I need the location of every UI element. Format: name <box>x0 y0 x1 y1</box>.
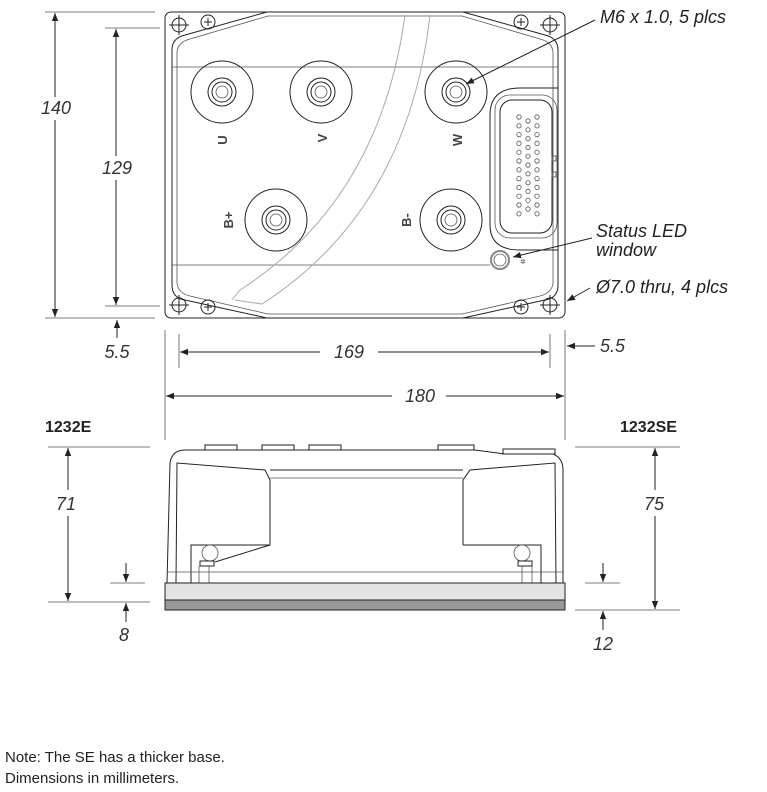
connector-pin <box>516 184 522 190</box>
dim-169: 169 <box>334 342 364 362</box>
connector-pin <box>525 162 531 168</box>
connector-pin <box>525 197 531 203</box>
thick-base-plate <box>164 599 566 611</box>
connector-pin <box>516 211 522 217</box>
screw-icon <box>200 299 216 315</box>
connector-pin <box>516 123 522 129</box>
terminal-w: W <box>424 60 488 146</box>
side-dimensions: 71 8 75 12 <box>48 446 680 654</box>
connector-pin <box>534 176 540 182</box>
dim-140: 140 <box>41 98 71 118</box>
status-led-window <box>490 250 510 270</box>
screw-icon <box>513 299 529 315</box>
thread-callout: M6 x 1.0, 5 plcs <box>600 7 726 27</box>
connector-pin <box>534 132 540 138</box>
connector-pin <box>534 193 540 199</box>
connector-pin <box>534 202 540 208</box>
dim-12: 12 <box>593 634 613 654</box>
connector-pin <box>516 158 522 164</box>
mounting-hole-icon <box>169 295 189 315</box>
connector-pin <box>525 180 531 186</box>
connector-pin <box>534 158 540 164</box>
connector-pin <box>525 188 531 194</box>
terminal-u: U <box>190 60 254 145</box>
connector-pin <box>525 144 531 150</box>
terminal-label-u: U <box>215 135 230 144</box>
note-se-base: Note: The SE has a thicker base. <box>5 749 225 766</box>
terminal-label-b-plus: B+ <box>221 211 236 228</box>
connector-pin <box>534 184 540 190</box>
model-label-1232se: 1232SE <box>620 419 677 436</box>
terminal-label-b-minus: B- <box>399 213 414 227</box>
top-dimensions: 140 129 5.5 169 5.5 180 <box>41 11 626 440</box>
connector-pin <box>516 149 522 155</box>
led-symbol-icon: ✲ <box>520 258 526 266</box>
model-label-1232e: 1232E <box>45 419 92 436</box>
terminal-label-v: V <box>315 133 330 142</box>
dim-180: 180 <box>405 386 435 406</box>
dim-5-5-right: 5.5 <box>600 336 626 356</box>
note-units: Dimensions in millimeters. <box>5 770 180 787</box>
connector-pin <box>525 171 531 177</box>
mounting-hole-icon <box>169 15 189 35</box>
base-plate <box>164 582 566 601</box>
top-view: U V W B+ B- ✲ <box>164 11 566 319</box>
screw-icon <box>200 14 216 30</box>
dim-75: 75 <box>644 494 665 514</box>
connector-pin <box>516 132 522 138</box>
connector-pin <box>534 140 540 146</box>
connector-pin <box>516 167 522 173</box>
connector-pin <box>534 167 540 173</box>
hole-callout: Ø7.0 thru, 4 plcs <box>595 277 728 297</box>
side-view <box>164 444 566 611</box>
connector-pin <box>516 140 522 146</box>
mounting-hole-icon <box>540 15 560 35</box>
connector-pin <box>525 153 531 159</box>
callouts: M6 x 1.0, 5 plcs Status LED window Ø7.0 … <box>465 7 728 302</box>
connector-pin <box>516 193 522 199</box>
connector-pin <box>534 149 540 155</box>
terminal-v: V <box>289 60 353 142</box>
connector-pin <box>516 114 522 120</box>
connector-pin <box>534 114 540 120</box>
signal-connector <box>489 87 558 251</box>
dim-129: 129 <box>102 158 132 178</box>
connector-pin <box>516 202 522 208</box>
dim-5-5-left: 5.5 <box>104 342 130 362</box>
led-callout-line2: window <box>596 240 657 260</box>
connector-pin <box>534 123 540 129</box>
terminal-b-minus: B- <box>399 188 483 252</box>
terminal-label-w: W <box>450 133 465 146</box>
connector-pin <box>525 118 531 124</box>
connector-pin <box>525 127 531 133</box>
terminal-b-plus: B+ <box>221 188 308 252</box>
screw-icon <box>513 14 529 30</box>
led-callout-line1: Status LED <box>596 221 687 241</box>
dim-8: 8 <box>119 625 129 645</box>
housing-outline <box>164 11 566 319</box>
connector-pin <box>534 211 540 217</box>
mounting-hole-icon <box>540 295 560 315</box>
connector-pin <box>525 136 531 142</box>
connector-pin <box>516 176 522 182</box>
dim-71: 71 <box>56 494 76 514</box>
connector-pin <box>525 206 531 212</box>
